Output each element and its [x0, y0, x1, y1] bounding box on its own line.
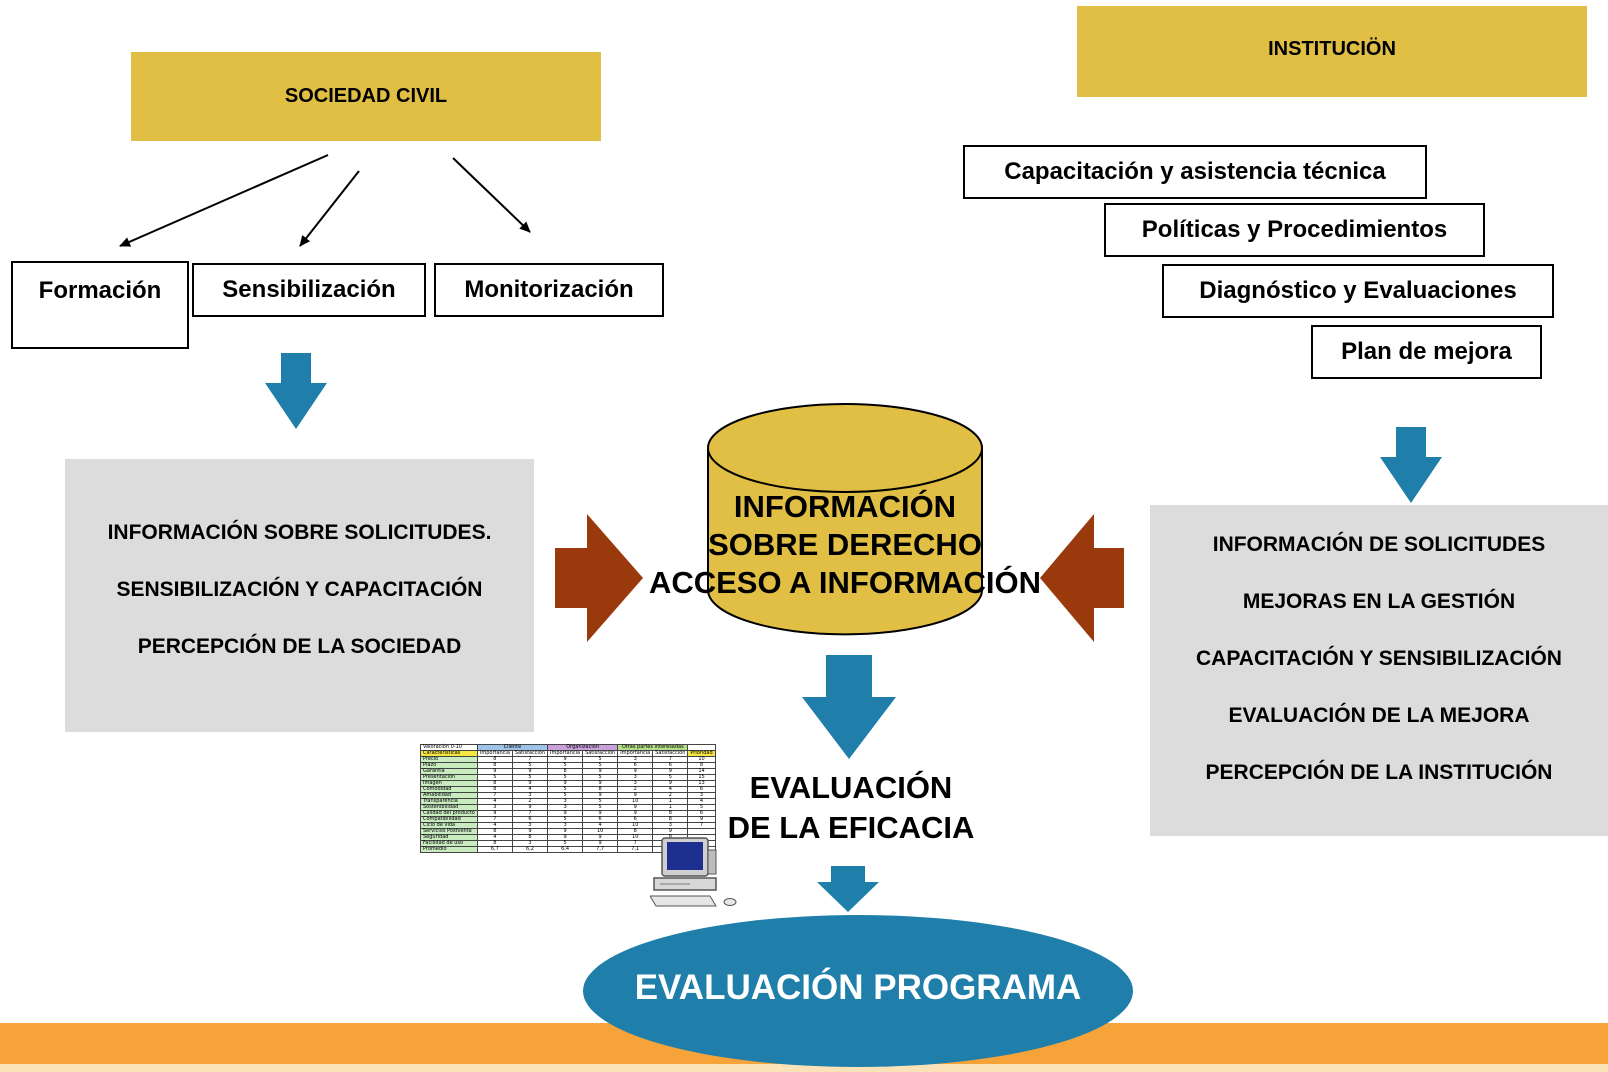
database-line-3: ACCESO A INFORMACIÓN [648, 565, 1042, 600]
satisfaction-table: Valoración 0-10 Cliente Organización Otr… [420, 744, 716, 853]
institucion-label: INSTITUCIÖN [1268, 38, 1396, 60]
step-capacitacion-box: Capacitación y asistencia técnica [963, 145, 1427, 199]
institucion-info-line-1: INFORMACIÓN DE SOLICITUDES [1212, 533, 1546, 556]
footer-light-band [0, 1064, 1608, 1072]
monitorizacion-box: Monitorización [434, 263, 664, 317]
monitorizacion-label: Monitorización [464, 276, 634, 303]
center-down-arrow [802, 655, 896, 759]
sensibilizacion-label: Sensibilización [222, 276, 396, 303]
table-cell: 7,7 [582, 846, 619, 853]
database-cylinder [707, 403, 983, 636]
sociedad-info-panel: INFORMACIÓN SOBRE SOLICITUDES. SENSIBILI… [65, 459, 534, 732]
institucion-header: INSTITUCIÖN [1077, 6, 1587, 97]
arrow-to-monitorizacion [452, 157, 531, 233]
evaluacion-line-2: DE LA EFICACIA [727, 810, 975, 845]
left-red-arrow [555, 514, 643, 642]
table-cell: 6,7 [476, 846, 513, 853]
left-down-arrow [265, 353, 327, 429]
formacion-box: Formación [11, 261, 189, 349]
sensibilizacion-box: Sensibilización [192, 263, 426, 317]
sociedad-info-line-3: PERCEPCIÓN DE LA SOCIEDAD [137, 635, 462, 658]
database-line-1: INFORMACIÓN [733, 489, 957, 524]
computer-icon [650, 837, 737, 907]
sociedad-info-line-2: SENSIBILIZACIÓN Y CAPACITACIÓN [116, 578, 483, 601]
database-line-2: SOBRE DERECHO [708, 527, 982, 562]
table-cell: 6,2 [511, 846, 549, 853]
formacion-label: Formación [38, 277, 162, 304]
arrow-to-formacion [119, 154, 329, 247]
sociedad-civil-header: SOCIEDAD CIVIL [131, 52, 601, 141]
evaluacion-programa-ellipse [583, 915, 1133, 1067]
step-politicas-label: Políticas y Procedimientos [1141, 216, 1448, 243]
sociedad-info-line-1: INFORMACIÓN SOBRE SOLICITUDES. [107, 521, 492, 544]
evaluacion-eficacia-text: EVALUACIÓN DE LA EFICACIA [716, 768, 986, 848]
evaluacion-programa-label: EVALUACIÓN PROGRAMA [634, 968, 1082, 1007]
step-plan-mejora-box: Plan de mejora [1311, 325, 1542, 379]
step-politicas-box: Políticas y Procedimientos [1104, 203, 1485, 257]
table-cell: 7,1 [617, 846, 654, 853]
institucion-info-line-2: MEJORAS EN LA GESTIÓN [1242, 590, 1516, 613]
step-diagnostico-box: Diagnóstico y Evaluaciones [1162, 264, 1554, 318]
evaluacion-line-1: EVALUACIÓN [749, 770, 953, 805]
table-cell: 6,4 [547, 846, 584, 853]
institucion-info-line-3: CAPACITACIÓN Y SENSIBILIZACIÓN [1196, 647, 1562, 670]
institucion-info-line-4: EVALUACIÓN DE LA MEJORA [1228, 704, 1530, 727]
step-diagnostico-label: Diagnóstico y Evaluaciones [1199, 277, 1517, 304]
database-text: INFORMACIÓN SOBRE DERECHO ACCESO A INFOR… [630, 488, 1060, 602]
right-down-arrow [1380, 427, 1442, 503]
sociedad-civil-label: SOCIEDAD CIVIL [284, 85, 448, 107]
arrow-to-sensibilizacion [299, 170, 360, 247]
program-down-arrow [817, 866, 879, 912]
institucion-info-line-5: PERCEPCIÓN DE LA INSTITUCIÓN [1205, 761, 1553, 784]
right-red-arrow [1040, 514, 1124, 642]
step-plan-mejora-label: Plan de mejora [1341, 338, 1512, 365]
institucion-info-panel: INFORMACIÓN DE SOLICITUDES MEJORAS EN LA… [1150, 505, 1608, 836]
table-cell: Promedio [420, 846, 478, 853]
step-capacitacion-label: Capacitación y asistencia técnica [1004, 158, 1386, 185]
